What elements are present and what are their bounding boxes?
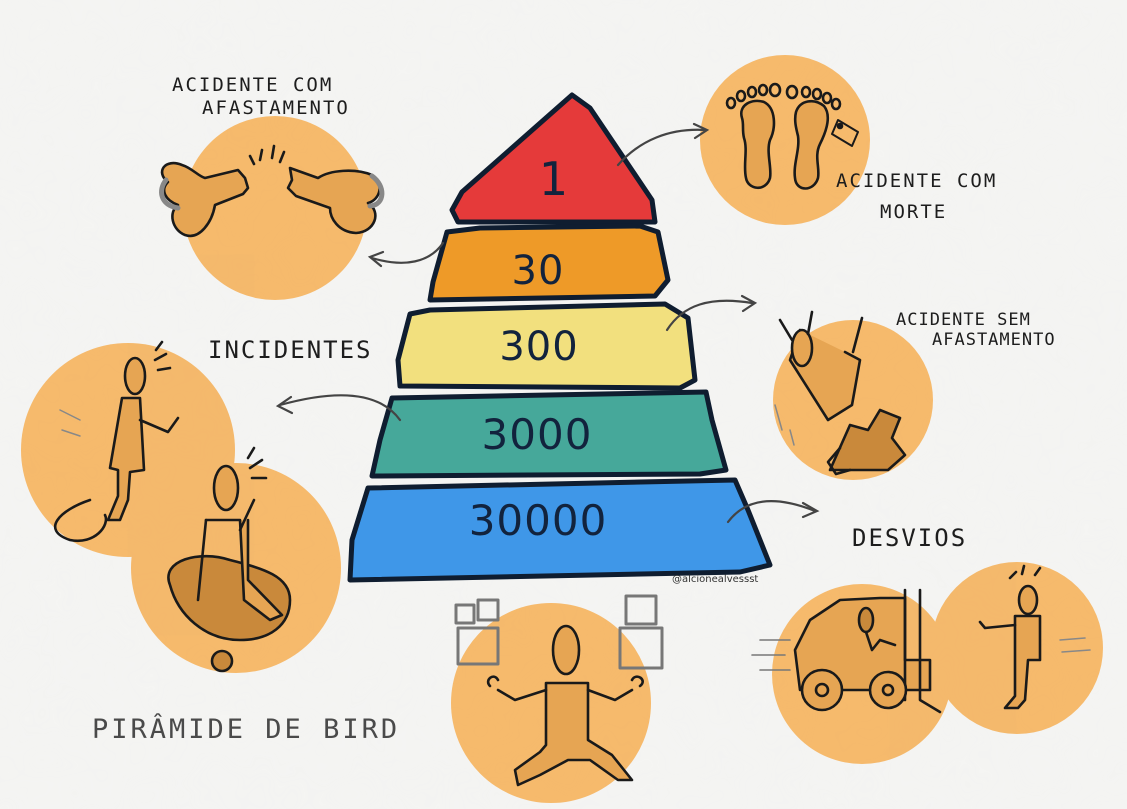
bubble-afastamento <box>183 116 367 300</box>
pyramid-level-4 <box>369 389 729 479</box>
label-afastamento-line-1: ACIDENTE COM <box>172 74 334 96</box>
pyramid-level-1-value: 1 <box>538 152 570 206</box>
label-acidente-com-afastamento: ACIDENTE COM AFASTAMENTO <box>172 74 350 120</box>
label-acidente-com-morte: ACIDENTE COM MORTE <box>836 170 997 224</box>
pyramid-level-2-value: 30 <box>511 248 565 294</box>
credit-handle: @alcionealvessst <box>672 574 759 585</box>
arrow-to-desvios <box>726 500 820 524</box>
arrow-to-morte <box>616 122 710 167</box>
arrow-to-sem-afastamento <box>665 294 758 332</box>
lifting-person-icon <box>454 594 664 787</box>
pyramid-level-5 <box>347 477 773 583</box>
footprints-icon <box>725 82 859 190</box>
falling-person-icon <box>774 310 907 476</box>
pyramid-level-1 <box>449 92 658 225</box>
pyramid-level-5-value: 30000 <box>468 496 608 545</box>
label-desvios: DESVIOS <box>852 524 968 552</box>
arrow-to-incidentes <box>275 394 402 422</box>
label-sem-afastamento-line-2: AFASTAMENTO <box>932 330 1056 351</box>
stumbling-person-icon <box>54 340 180 543</box>
pyramid-level-4-value: 3000 <box>481 410 593 459</box>
slipping-person-icon <box>167 446 292 673</box>
label-sem-afastamento-line-1: ACIDENTE SEM <box>896 310 1031 330</box>
label-morte-line-2: MORTE <box>880 200 948 223</box>
label-acidente-sem-afastamento: ACIDENTE SEM AFASTAMENTO <box>896 310 1056 351</box>
pyramid-level-3 <box>395 301 698 391</box>
arrows <box>275 122 820 524</box>
pyramid-level-3-value: 300 <box>499 324 579 370</box>
forklift-icon <box>751 588 942 714</box>
label-morte-line-1: ACIDENTE COM <box>836 170 998 192</box>
bubble-morte <box>700 55 870 225</box>
label-incidentes: INCIDENTES <box>208 336 373 364</box>
arrow-to-afastamento <box>367 241 445 268</box>
bird-pyramid <box>347 92 773 583</box>
broken-bone-icon <box>159 144 385 238</box>
pyramid-level-2 <box>427 223 671 303</box>
page-title: PIRÂMIDE DE BIRD <box>92 714 401 745</box>
startled-worker-icon <box>978 564 1091 710</box>
label-afastamento-line-2: AFASTAMENTO <box>202 96 350 119</box>
